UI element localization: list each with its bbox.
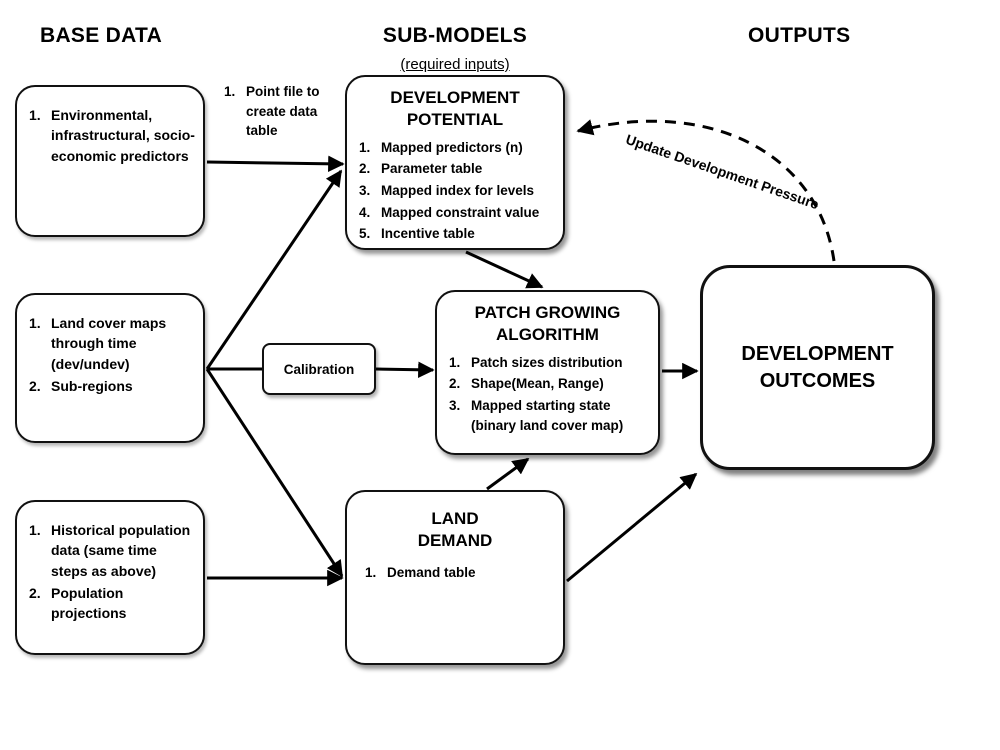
base-data-box-population: Historical population data (same time st… — [15, 500, 205, 655]
list-item: Mapped index for levels — [359, 181, 535, 200]
arrow-landcover-to-land-demand — [205, 368, 344, 578]
annotation-item: Point file to create data table — [224, 82, 320, 139]
base-data-box-land-cover: Land cover maps through time (dev/undev)… — [15, 293, 205, 443]
list-item: Population projections — [29, 583, 127, 622]
column-header-outputs: OUTPUTS — [748, 24, 851, 47]
output-box-development-outcomes: DEVELOPMENT OUTCOMES — [700, 265, 935, 470]
sub-model-box-land-demand: LAND DEMAND Demand table — [345, 490, 565, 665]
update-development-pressure-label: Update Development Pressure — [623, 131, 822, 213]
box-title: DEVELOPMENT POTENTIAL — [390, 88, 520, 130]
box-title: LAND DEMAND — [417, 509, 493, 551]
arrow-calibration-to-patch-growing — [375, 361, 435, 378]
list-item: Sub-regions — [29, 376, 133, 397]
arrow-land-demand-to-patch-growing — [486, 457, 530, 491]
column-header-base-data: BASE DATA — [40, 24, 163, 47]
arrow-development-potential-to-patch-growing — [465, 250, 544, 289]
list-item: Parameter table — [359, 159, 483, 178]
list-item: Shape(Mean, Range) — [449, 374, 604, 393]
sub-model-box-development-potential: DEVELOPMENT POTENTIAL Mapped predictors … — [345, 75, 565, 250]
arrow-land-demand-to-outcomes — [566, 472, 698, 583]
list-item: Environmental, infrastructural, socio-ec… — [29, 105, 195, 164]
arrow-predictors-to-development-potential — [206, 155, 345, 173]
list-item: Mapped predictors (n) — [359, 138, 523, 157]
list-item: Mapped constraint value — [359, 203, 540, 222]
sub-model-box-patch-growing-algorithm: PATCH GROWING ALGORITHM Patch sizes dist… — [435, 290, 660, 455]
list-item: Patch sizes distribution — [449, 353, 623, 372]
point-file-annotation: Point file to create data table — [224, 76, 346, 143]
list-item: Historical population data (same time st… — [29, 520, 191, 579]
base-data-box-predictors: Environmental, infrastructural, socio-ec… — [15, 85, 205, 237]
sub-models-required-inputs-note: (required inputs) — [400, 56, 510, 73]
calibration-label: Calibration — [283, 361, 355, 377]
column-header-sub-models: SUB-MODELS — [382, 24, 528, 47]
list-item: Land cover maps through time (dev/undev) — [29, 313, 167, 372]
box-title: PATCH GROWING ALGORITHM — [474, 303, 621, 345]
box-title: DEVELOPMENT OUTCOMES — [741, 342, 894, 392]
list-item: Incentive table — [359, 224, 475, 243]
list-item: Mapped starting state (binary land cover… — [449, 396, 624, 433]
list-item: Demand table — [365, 563, 476, 582]
calibration-box: Calibration — [262, 343, 376, 395]
arrow-landcover-to-development-potential — [205, 169, 343, 370]
